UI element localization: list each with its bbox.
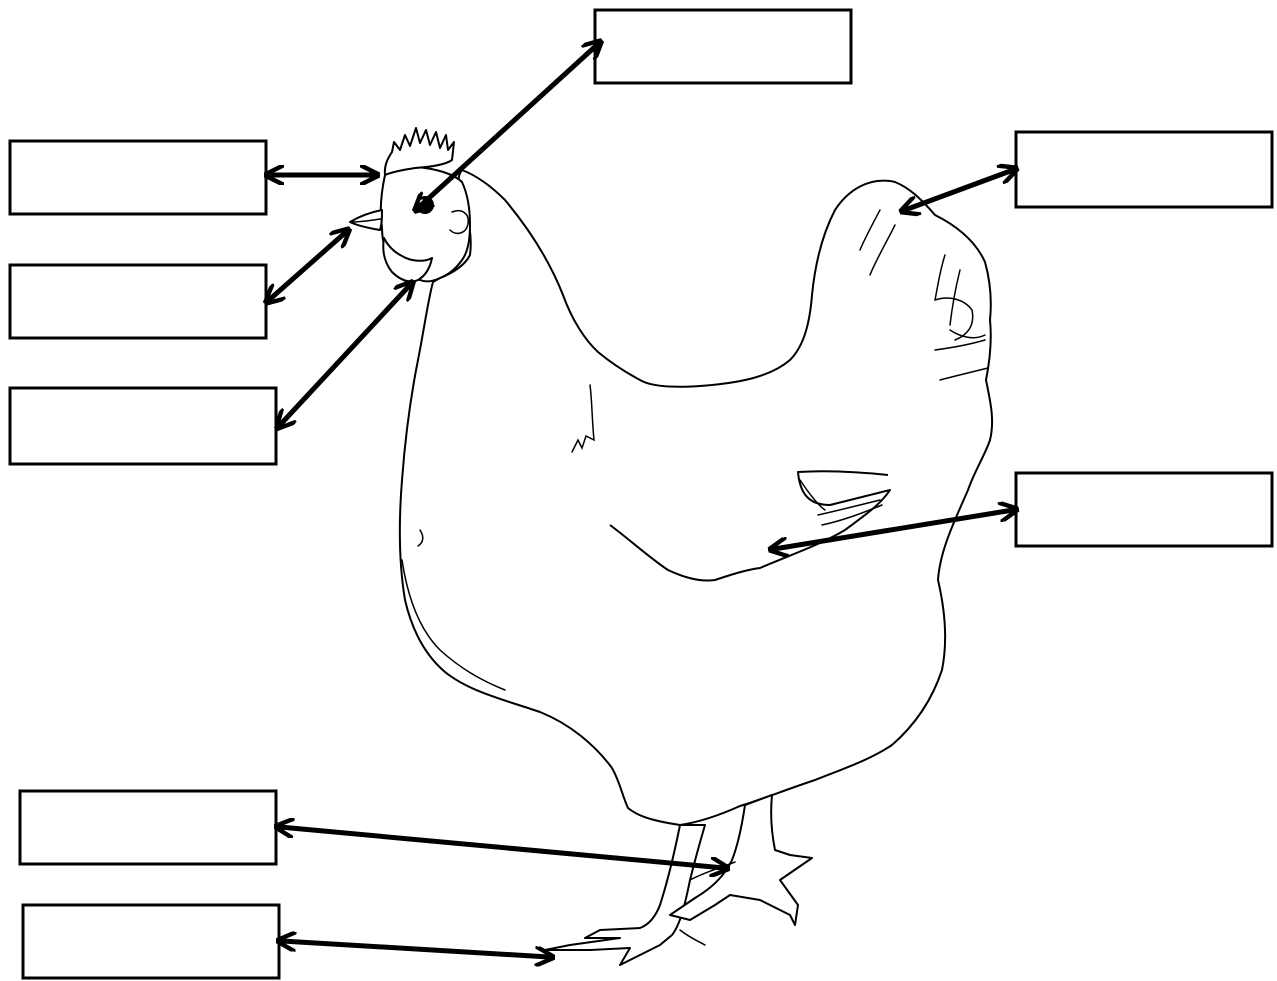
arrow-wing <box>774 510 1013 549</box>
arrow-foot <box>282 941 549 957</box>
label-box-wing[interactable] <box>1014 471 1274 548</box>
label-box-beak[interactable] <box>8 263 268 340</box>
label-box-comb[interactable] <box>8 139 268 216</box>
hen-leg <box>544 824 706 966</box>
arrow-beak <box>269 232 346 300</box>
label-box-foot[interactable] <box>21 903 281 980</box>
arrow-tail <box>905 170 1013 210</box>
hen-wattle <box>382 237 433 283</box>
label-box-tail[interactable] <box>1014 130 1274 209</box>
arrow-wattle <box>280 285 410 425</box>
hen-body-outline <box>398 169 994 826</box>
arrow-leg <box>280 827 724 868</box>
label-box-eye[interactable] <box>593 8 853 85</box>
arrow-eye <box>418 44 598 208</box>
hen-comb <box>383 127 455 176</box>
hen-leg-right <box>669 794 813 926</box>
hen-beak <box>349 209 383 231</box>
label-box-wattle[interactable] <box>8 386 278 466</box>
hen-illustration <box>349 127 994 966</box>
label-box-leg[interactable] <box>18 789 278 866</box>
